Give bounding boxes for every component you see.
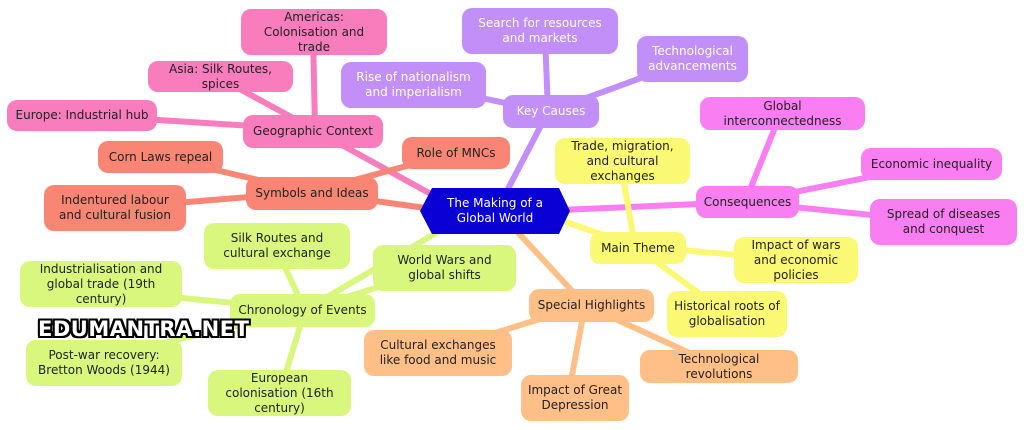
symbols-label: Symbols and Ideas (255, 186, 369, 200)
americas-label: Americas: Colonisation and trade (263, 9, 365, 54)
mncs-node[interactable]: Role of MNCs (402, 137, 510, 169)
geographic-label: Geographic Context (253, 124, 373, 138)
main-theme-node[interactable]: Main Theme (590, 232, 686, 264)
silk-routes-label: Silk Routes and cultural exchange (223, 231, 331, 260)
tech-advancements-node[interactable]: Technological advancements (637, 36, 748, 82)
colonisation-node[interactable]: European colonisation (16th century) (208, 370, 351, 416)
key-causes-label: Key Causes (516, 104, 586, 118)
historical-roots-node[interactable]: Historical roots of globalisation (667, 291, 787, 337)
historical-roots-label: Historical roots of globalisation (674, 299, 780, 328)
center-hexagon (420, 188, 570, 234)
world-wars-node[interactable]: World Wars and global shifts (373, 245, 516, 291)
diseases-node[interactable]: Spread of diseases and conquest (870, 199, 1017, 245)
silk-routes-node[interactable]: Silk Routes and cultural exchange (204, 223, 350, 269)
depression-label: Impact of Great Depression (527, 383, 623, 412)
key-causes-node[interactable]: Key Causes (503, 95, 599, 128)
main-theme-label: Main Theme (601, 240, 675, 255)
indentured-label: Indentured labour and cultural fusion (58, 193, 172, 222)
interconnectedness-label: Global interconnectedness (723, 98, 842, 128)
center-node[interactable]: The Making of a Global World (430, 190, 560, 232)
consequences-node[interactable]: Consequences (696, 186, 799, 218)
watermark-logo: EDUMANTRA.NET (38, 317, 250, 341)
europe-label: Europe: Industrial hub (15, 108, 149, 122)
special-label: Special Highlights (537, 298, 646, 312)
europe-node[interactable]: Europe: Industrial hub (7, 100, 157, 131)
chronology-node[interactable]: Chronology of Events (230, 294, 375, 327)
trade-migration-label: Trade, migration, and cultural exchanges (571, 138, 674, 183)
world-wars-label: World Wars and global shifts (397, 253, 492, 282)
indentured-node[interactable]: Indentured labour and cultural fusion (44, 185, 186, 231)
chronology-label: Chronology of Events (238, 303, 367, 317)
interconnectedness-node[interactable]: Global interconnectedness (700, 97, 865, 130)
industrialisation-label: Industrialisation and global trade (19th… (39, 261, 163, 306)
search-resources-label: Search for resources and markets (478, 16, 602, 45)
asia-node[interactable]: Asia: Silk Routes, spices (148, 61, 293, 92)
tech-advancements-label: Technological advancements (648, 44, 737, 73)
geographic-node[interactable]: Geographic Context (243, 115, 383, 148)
mncs-label: Role of MNCs (416, 145, 496, 160)
tech-revolutions-node[interactable]: Technological revolutions (640, 350, 798, 383)
wars-policies-node[interactable]: Impact of wars and economic policies (734, 237, 858, 283)
corn-laws-node[interactable]: Corn Laws repeal (98, 141, 223, 173)
colonisation-label: European colonisation (16th century) (225, 370, 334, 415)
postwar-node[interactable]: Post-war recovery: Bretton Woods (1944) (26, 340, 182, 386)
americas-node[interactable]: Americas: Colonisation and trade (241, 9, 387, 55)
industrialisation-node[interactable]: Industrialisation and global trade (19th… (20, 261, 182, 307)
wars-policies-label: Impact of wars and economic policies (751, 237, 841, 282)
trade-migration-node[interactable]: Trade, migration, and cultural exchanges (555, 138, 690, 184)
inequality-node[interactable]: Economic inequality (861, 148, 1002, 180)
center-label: The Making of a Global World (447, 196, 543, 225)
special-node[interactable]: Special Highlights (529, 289, 654, 322)
nationalism-node[interactable]: Rise of nationalism and imperialism (341, 62, 486, 108)
postwar-label: Post-war recovery: Bretton Woods (1944) (38, 348, 170, 377)
inequality-label: Economic inequality (870, 156, 993, 171)
diseases-label: Spread of diseases and conquest (886, 207, 1001, 236)
cultural-exchanges-label: Cultural exchanges like food and music (379, 338, 497, 367)
corn-laws-label: Corn Laws repeal (108, 149, 213, 164)
symbols-node[interactable]: Symbols and Ideas (246, 177, 378, 210)
nationalism-label: Rise of nationalism and imperialism (356, 70, 471, 99)
consequences-label: Consequences (703, 194, 792, 209)
tech-revolutions-label: Technological revolutions (678, 351, 760, 381)
depression-node[interactable]: Impact of Great Depression (521, 375, 629, 421)
asia-label: Asia: Silk Routes, spices (169, 61, 272, 91)
search-resources-node[interactable]: Search for resources and markets (462, 8, 618, 54)
cultural-exchanges-node[interactable]: Cultural exchanges like food and music (364, 330, 512, 376)
